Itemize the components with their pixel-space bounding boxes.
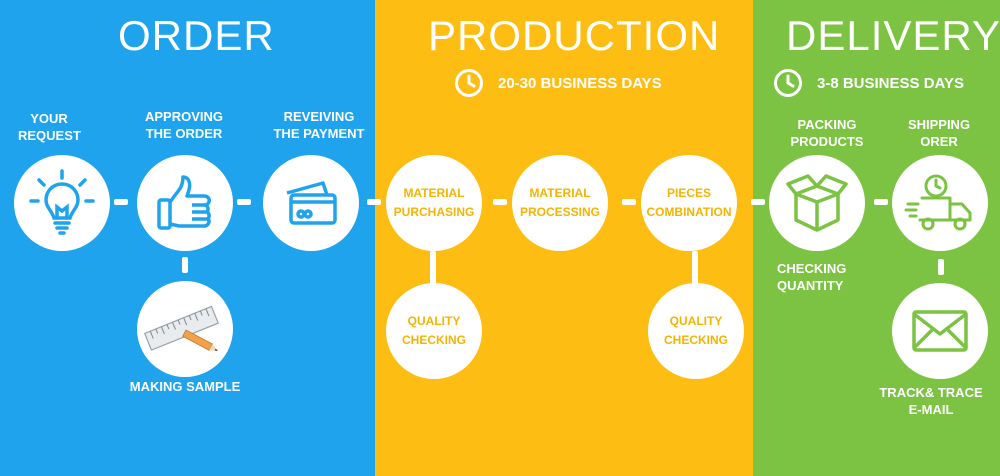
lightbulb-icon xyxy=(29,169,95,235)
order-title: ORDER xyxy=(118,12,275,59)
connector xyxy=(622,199,636,205)
connector xyxy=(182,257,188,273)
credit-card-icon xyxy=(286,181,337,225)
connector xyxy=(874,199,888,205)
connector xyxy=(751,199,765,205)
your-request-label: YOUR REQUEST xyxy=(18,111,81,143)
production-days-text: 20-30 BUSINESS DAYS xyxy=(498,74,662,92)
material-processing-step: MATERIAL PROCESSING xyxy=(512,155,608,251)
packing-step xyxy=(769,155,865,251)
box-icon xyxy=(786,174,848,232)
connector xyxy=(493,199,507,205)
production-title: PRODUCTION xyxy=(428,12,721,59)
envelope-icon xyxy=(912,310,968,352)
material-purchasing-step: MATERIAL PURCHASING xyxy=(386,155,482,251)
pieces-combination-step: PIECES COMBINATION xyxy=(641,155,737,251)
ruler-pencil-icon xyxy=(143,305,220,351)
making-sample-label: MAKING SAMPLE xyxy=(129,379,241,394)
delivery-title: DELIVERY xyxy=(786,12,1000,59)
shipping-step xyxy=(892,155,988,251)
checking-quantity-label: CHECKING QUANTITY xyxy=(777,261,847,293)
connector xyxy=(692,251,698,287)
approving-label: APPROVING THE ORDER xyxy=(144,109,223,141)
connector xyxy=(367,199,381,205)
connector xyxy=(430,251,436,287)
clock-icon xyxy=(455,69,483,97)
delivery-days-text: 3-8 BUSINESS DAYS xyxy=(817,74,964,92)
delivery-truck-icon xyxy=(904,174,972,231)
quality-checking-step-1: QUALITY CHECKING xyxy=(386,283,482,379)
quality-checking-step-2: QUALITY CHECKING xyxy=(648,283,744,379)
approving-step xyxy=(137,155,233,251)
payment-step xyxy=(263,155,359,251)
payment-label: REVEIVING THE PAYMENT xyxy=(273,109,365,141)
track-trace-step xyxy=(892,283,988,379)
delivery-days: 3-8 BUSINESS DAYS xyxy=(773,68,964,98)
connector xyxy=(237,199,251,205)
connector xyxy=(938,259,944,275)
shipping-label: SHIPPING ORER xyxy=(907,117,971,149)
thumbs-up-icon xyxy=(157,175,211,230)
track-trace-label: TRACK& TRACE E-MAIL xyxy=(879,385,983,417)
making-sample-step xyxy=(137,281,233,377)
production-days: 20-30 BUSINESS DAYS xyxy=(454,68,662,98)
your-request-step xyxy=(14,155,110,251)
connector xyxy=(114,199,128,205)
packing-label: PACKING PRODUCTS xyxy=(790,117,864,149)
clock-icon xyxy=(774,69,802,97)
